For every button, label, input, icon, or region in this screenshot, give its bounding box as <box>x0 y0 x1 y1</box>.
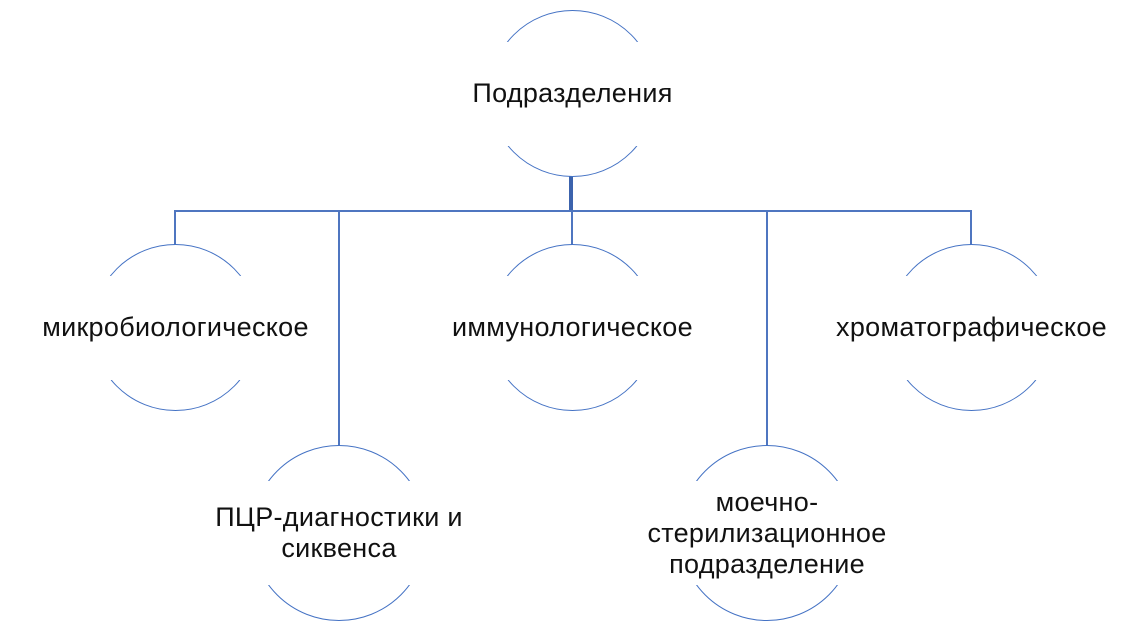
connector-drop-immunologicheskoe <box>571 210 573 245</box>
node-khromatograficheskoe: хроматографическое <box>832 244 1111 411</box>
node-label-line: ПЦР-диагностики и <box>215 502 463 532</box>
connector-drop-pcr <box>338 210 340 446</box>
node-label-line: хроматографическое <box>836 312 1107 342</box>
connector-rail <box>174 210 972 212</box>
connector-drop-khromatograficheskoe <box>970 210 972 245</box>
node-label: иммунологическое <box>448 275 697 380</box>
node-label: Подразделения <box>468 41 677 146</box>
node-label-line: подразделение <box>669 548 865 579</box>
node-podrazdeleniya: Подразделения <box>468 10 677 177</box>
node-pcr-diagnostiki-i-sikvensa: ПЦР-диагностики и сиквенса <box>211 445 467 621</box>
node-moechno-sterilizacionnoe: моечно- стерилизационное подразделение <box>643 445 891 621</box>
connector-drop-moechno <box>766 210 768 446</box>
node-immunologicheskoe: иммунологическое <box>448 244 697 411</box>
node-label-line: микробиологическое <box>42 312 309 342</box>
node-label-line: иммунологическое <box>452 312 693 342</box>
node-label: ПЦР-диагностики и сиквенса <box>211 481 467 585</box>
node-label: моечно- стерилизационное подразделение <box>643 481 891 585</box>
node-mikrobiologicheskoe: микробиологическое <box>38 244 313 411</box>
node-label: микробиологическое <box>38 275 313 380</box>
node-label-line: стерилизационное <box>647 517 887 548</box>
node-label-line: моечно- <box>715 486 819 517</box>
connector-drop-mikrobiologicheskoe <box>174 210 176 245</box>
node-label-line: Подразделения <box>472 78 673 108</box>
node-label-line: сиквенса <box>281 533 397 563</box>
connector-root-stub <box>569 176 573 211</box>
node-label: хроматографическое <box>832 275 1111 380</box>
